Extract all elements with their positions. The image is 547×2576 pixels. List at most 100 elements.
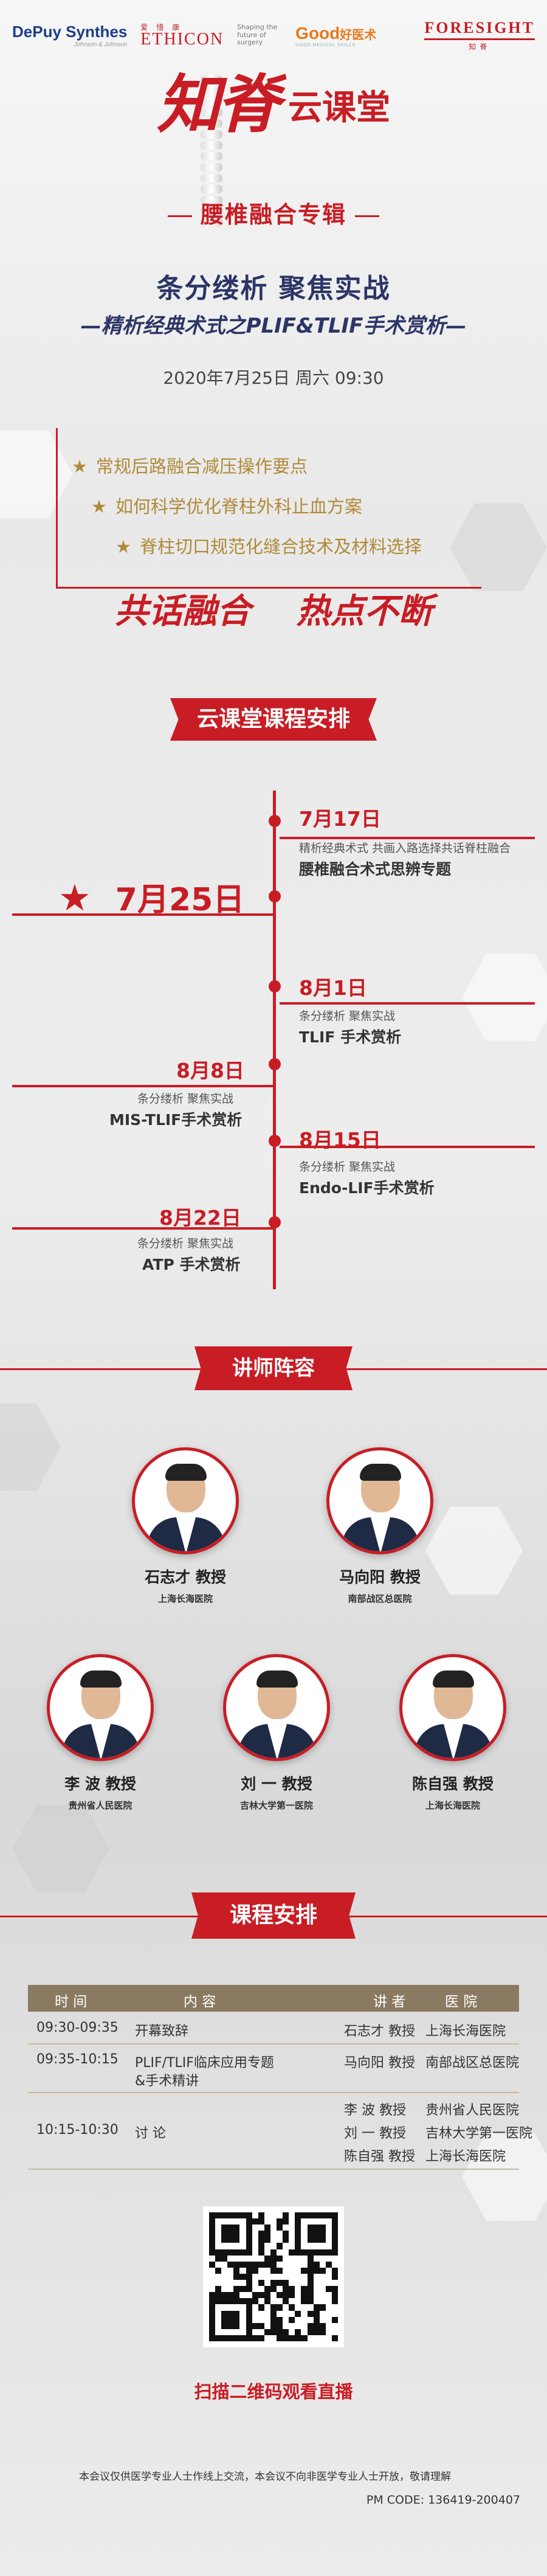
lecturer-card: 李 波 教授 贵州省人民医院 (30, 1654, 170, 1812)
lecturer-photo (223, 1654, 330, 1761)
col-header: 内 容 (184, 1994, 216, 2010)
table-cell-hospital: 贵州省人民医院 (425, 2103, 520, 2118)
ethicon-tagline: Shaping the future of surgery (237, 23, 278, 47)
hex-decoration (462, 954, 547, 1041)
table-cell-speaker: 刘 一 教授 (344, 2126, 406, 2141)
timeline-date: 8月15日 (299, 1128, 381, 1152)
lecturer-name: 刘 一 教授 (241, 1775, 312, 1793)
timeline-date: 8月8日 (176, 1059, 244, 1082)
table-cell-speaker: 李 波 教授 (344, 2103, 406, 2118)
timeline-dot (269, 815, 281, 827)
lecturer-org: 上海长海医院 (157, 1593, 213, 1604)
timeline-title: Endo-LIF手术赏析 (299, 1179, 435, 1197)
key-points-box (56, 428, 481, 589)
brand-subtitle: 云课堂 (288, 88, 390, 128)
pm-code: PM CODE: 136419-200407 (366, 2493, 520, 2507)
timeline-dot (269, 1135, 281, 1147)
timeline-title: TLIF 手术赏析 (299, 1028, 402, 1046)
col-header: 时 间 (55, 1994, 88, 2010)
lecturer-photo (132, 1447, 239, 1554)
star-icon: ★ (58, 877, 91, 919)
key-point: 如何科学优化脊柱外科止血方案 (91, 493, 362, 518)
lecturer-card: 刘 一 教授 吉林大学第一医院 (207, 1654, 346, 1812)
special-edition-title: 腰椎融合专辑 (0, 196, 547, 229)
table-cell-content: &手术精讲 (135, 2074, 199, 2089)
table-cell-content: PLIF/TLIF临床应用专题 (135, 2055, 274, 2071)
lecturer-org: 吉林大学第一医院 (239, 1800, 313, 1811)
key-point: 脊柱切口规范化缝合技术及材料选择 (115, 533, 422, 558)
ethicon-logo: 爱惜康 ETHICON (140, 23, 224, 49)
timeline-dot (269, 890, 281, 902)
course-ribbon: 课程安排 (191, 1892, 356, 1939)
schedule-ribbon: 云课堂课程安排 (170, 698, 377, 741)
table-header: 时 间 内 容 讲 者 医 院 (28, 1985, 519, 2012)
table-cell-hospital: 上海长海医院 (425, 2149, 506, 2164)
timeline-date: 8月1日 (299, 976, 367, 1000)
timeline-sub: 条分缕析 聚焦实战 (299, 1160, 396, 1174)
slogan: 共话融合 热点不断 (0, 584, 547, 633)
timeline-sub: 条分缕析 聚焦实战 (299, 1009, 396, 1023)
current-session: ★7月25日 (58, 877, 245, 919)
event-date: 2020年7月25日 周六 09:30 (163, 368, 384, 388)
timeline-title: MIS-TLIF手术赏析 (109, 1111, 243, 1129)
good-medical-logo: Good好医术 GOOD MEDICAL SKILLS (295, 23, 377, 47)
disclaimer: 本会议仅供医学专业人士作线上交流，本会议不向非医学专业人士开放，敬请理解 (79, 2471, 451, 2483)
hex-decoration (450, 504, 547, 591)
lecturer-card: 马向阳 教授 南部战区总医院 (310, 1447, 450, 1605)
lecturer-card: 陈自强 教授 上海长海医院 (383, 1654, 523, 1812)
lecturer-photo (399, 1654, 506, 1761)
table-cell-speaker: 石志才 教授 (344, 2024, 415, 2039)
timeline-date: 8月22日 (159, 1206, 241, 1230)
lecturer-name: 陈自强 教授 (412, 1775, 494, 1793)
slogan-right: 热点不断 (296, 592, 433, 631)
hex-decoration (462, 2133, 547, 2221)
lecturer-name: 马向阳 教授 (339, 1568, 421, 1586)
lecturer-org: 贵州省人民医院 (68, 1800, 132, 1811)
table-cell-content: 讨 论 (135, 2126, 166, 2141)
table-cell-hospital: 南部战区总医院 (425, 2055, 520, 2071)
timeline-sub: 条分缕析 聚焦实战 (137, 1237, 234, 1250)
col-header: 讲 者 (373, 1994, 406, 2010)
timeline-axis (273, 791, 276, 1289)
brand-title: 知脊 云课堂 (0, 73, 547, 136)
lecturer-name: 石志才 教授 (145, 1568, 226, 1586)
qr-code[interactable] (203, 2206, 344, 2347)
lecturer-card: 石志才 教授 上海长海医院 (115, 1447, 255, 1605)
lecturer-photo (326, 1447, 433, 1554)
timeline-dot (269, 1058, 281, 1070)
timeline-sub: 精析经典术式 共画入路选择共话脊柱融合 (299, 842, 511, 855)
depuy-synthes-logo: DePuy Synthes Johnson & Johnson (12, 23, 128, 48)
lecturer-org: 南部战区总医院 (348, 1593, 412, 1604)
brand-logo-text: 知脊 (156, 67, 280, 142)
foresight-logo: FORESIGHT 知脊 (424, 19, 535, 51)
lecturer-name: 李 波 教授 (64, 1775, 136, 1793)
table-cell-hospital: 上海长海医院 (425, 2024, 506, 2039)
key-point: 常规后路融合减压操作要点 (72, 452, 308, 478)
topic-subtitle: —精析经典术式之PLIF&TLIF手术赏析— (80, 314, 467, 338)
table-cell-time: 09:30-09:35 (36, 2020, 119, 2035)
table-cell-content: 开幕致辞 (135, 2024, 189, 2039)
hex-decoration (425, 1507, 523, 1594)
table-cell-speaker: 陈自强 教授 (344, 2149, 415, 2164)
timeline-dot (269, 1216, 281, 1228)
table-cell-hospital: 吉林大学第一医院 (425, 2126, 533, 2141)
timeline-sub: 条分缕析 聚焦实战 (137, 1092, 234, 1106)
slogan-left: 共话融合 (114, 592, 251, 631)
table-cell-speaker: 马向阳 教授 (344, 2055, 415, 2071)
hex-decoration (12, 1805, 109, 1892)
timeline-title: 腰椎融合术式思辨专题 (299, 860, 452, 878)
sponsor-logos: DePuy Synthes Johnson & Johnson 爱惜康 ETHI… (12, 17, 535, 54)
timeline-title: ATP 手术赏析 (142, 1256, 241, 1273)
topic-title: 条分缕析 聚焦实战 (156, 273, 391, 304)
table-cell-time: 09:35-10:15 (36, 2052, 119, 2067)
lecturer-org: 上海长海医院 (425, 1800, 480, 1811)
table-cell-time: 10:15-10:30 (36, 2122, 119, 2138)
qr-caption: 扫描二维码观看直播 (194, 2381, 353, 2402)
timeline-dot (269, 980, 281, 992)
col-header: 医 院 (445, 1994, 478, 2010)
hex-decoration (0, 1404, 61, 1491)
lecturer-photo (47, 1654, 154, 1761)
lecturers-ribbon: 讲师阵容 (194, 1346, 353, 1390)
timeline-date: 7月17日 (299, 807, 381, 831)
